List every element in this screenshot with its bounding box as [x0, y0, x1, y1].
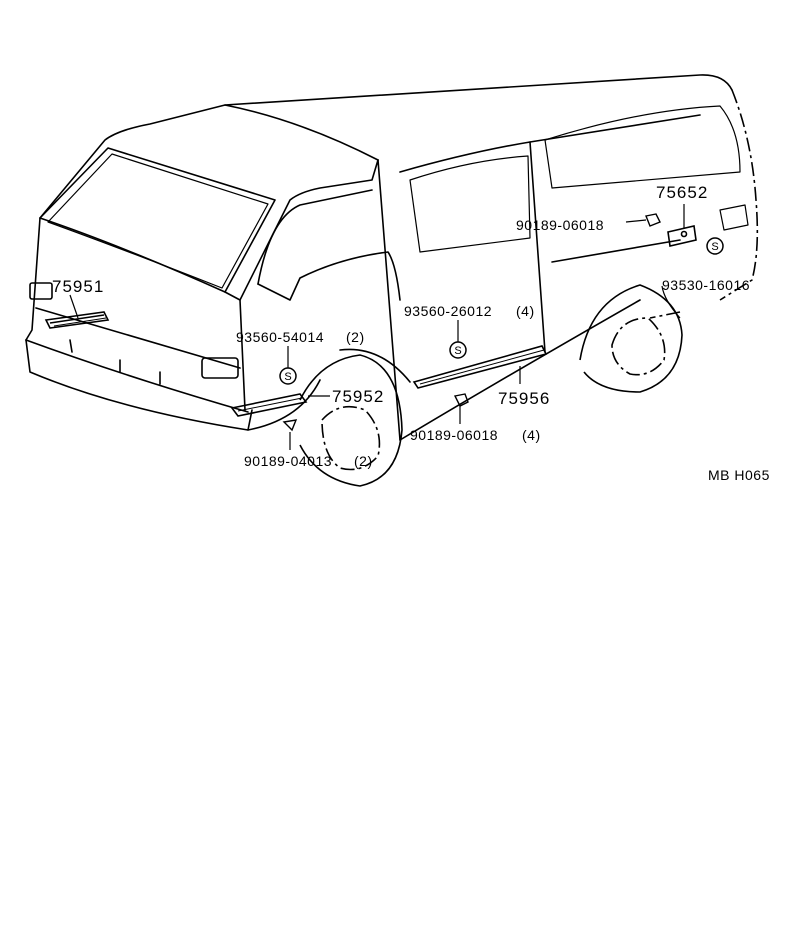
clip-90189-04013-icon	[282, 419, 298, 432]
clip-90189-06018-top-icon	[645, 213, 661, 227]
label-75956: 75956	[498, 389, 550, 408]
clip-90189-06018-bottom-icon	[453, 393, 469, 407]
label-93530-16016: 93530-16016	[662, 277, 750, 293]
emblem-plate-75952	[230, 393, 308, 417]
front-wheel	[299, 354, 403, 487]
figure-code: MB H065	[708, 467, 770, 483]
label-93560-26012-qty: (4)	[516, 303, 535, 319]
label-75652: 75652	[656, 183, 708, 202]
label-75952: 75952	[332, 387, 384, 406]
leader-lines	[69, 204, 685, 450]
emblem-strip-75951	[44, 311, 110, 329]
label-90189-04013-qty: (2)	[354, 453, 373, 469]
emblem-75652	[667, 225, 697, 247]
label-93560-54014: 93560-54014	[236, 329, 324, 345]
label-93560-54014-qty: (2)	[346, 329, 365, 345]
label-90189-06018-bottom: 90189-06018	[410, 427, 498, 443]
label-90189-06018-bottom-qty: (4)	[522, 427, 541, 443]
sealer-symbol-1: S	[284, 371, 291, 383]
sealer-symbol-2: S	[454, 345, 461, 357]
label-90189-04013: 90189-04013	[244, 453, 332, 469]
label-90189-06018-top: 90189-06018	[516, 217, 604, 233]
label-93560-26012: 93560-26012	[404, 303, 492, 319]
rocker-molding-75956	[412, 345, 548, 389]
label-75951: 75951	[52, 277, 104, 296]
sealer-symbol-3: S	[711, 241, 718, 253]
rear-wheel	[579, 284, 683, 393]
van-body-outline	[25, 74, 749, 441]
